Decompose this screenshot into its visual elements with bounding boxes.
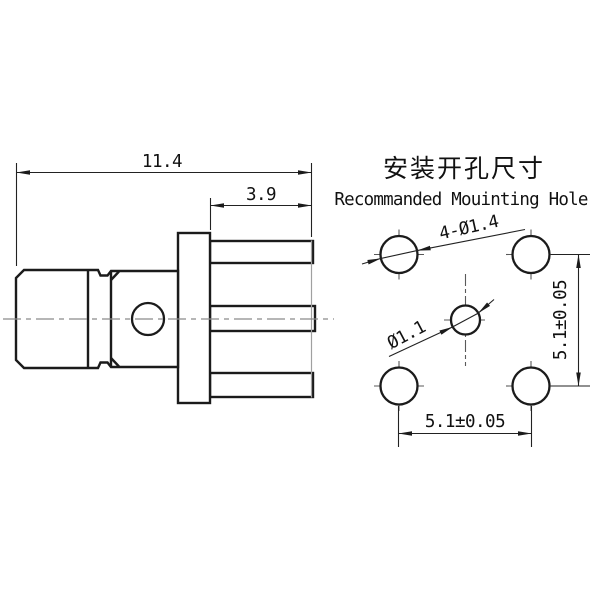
dim-vertical-pitch: 5.1±0.05 [551, 253, 590, 387]
top-leg [208, 239, 315, 265]
dim-total-length: 11.4 [15, 152, 313, 266]
leader-line [477, 299, 495, 314]
vertical-pitch-label: 5.1±0.05 [551, 280, 571, 360]
leader-line [361, 257, 382, 265]
dim-horizontal-pitch: 5.1±0.05 [397, 406, 533, 447]
chamfer-bottom [110, 357, 120, 368]
tail-length-label: 3.9 [246, 185, 276, 205]
leader-line [416, 228, 526, 252]
leader-line [388, 326, 453, 357]
flange [176, 231, 212, 405]
total-length-label: 11.4 [142, 152, 182, 172]
dim-tail-length: 3.9 [209, 185, 312, 230]
bottom-leg [208, 371, 315, 399]
hole-top-right [511, 234, 551, 275]
side-view: 11.4 3.9 [3, 152, 334, 405]
horizontal-pitch-label: 5.1±0.05 [425, 412, 505, 432]
corner-holes-label: 4-Ø1.4 [437, 212, 500, 245]
leader-line [380, 250, 418, 259]
hole-bottom-right [511, 366, 551, 406]
view-title-english: Recommanded Mouinting Hole [334, 190, 587, 210]
chamfer-top [110, 270, 120, 281]
leader-line [452, 312, 479, 328]
view-title-chinese: 安装开孔尺寸 [383, 154, 545, 183]
hole-bottom-left [379, 366, 419, 406]
mounting-hole-view: 安装开孔尺寸 Recommanded Mouinting Hole 4-Ø1.4 [334, 154, 590, 447]
